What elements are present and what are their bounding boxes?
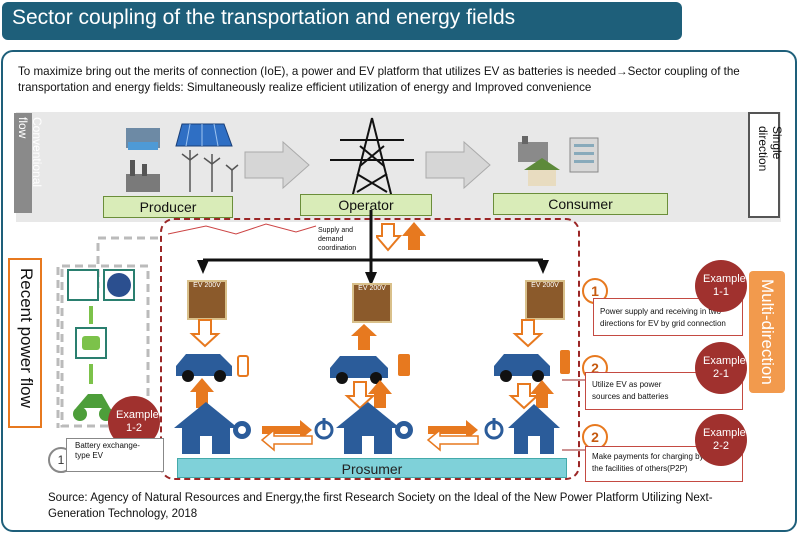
building-icon	[569, 137, 599, 173]
page-title: Sector coupling of the transportation an…	[12, 6, 516, 29]
recent-flow-label: Recent power flow	[17, 268, 36, 408]
battery-icon	[237, 355, 249, 377]
producer-box: Producer	[103, 196, 233, 218]
down-arrow-icon	[512, 319, 544, 348]
ev-car-icon	[494, 354, 550, 382]
ev-car-icon	[330, 356, 388, 384]
consumer-box: Consumer	[493, 193, 668, 215]
operator-box: Operator	[300, 194, 432, 216]
prosumer-illustration	[174, 319, 570, 454]
example-1-2-tag: Example 1-2	[116, 409, 159, 434]
battery-icon	[560, 350, 570, 374]
example-2-1-tag: Example 2-1	[703, 355, 746, 380]
coordination-note: Supply and demand coordination	[318, 226, 368, 253]
arrow-right-icon	[425, 140, 491, 190]
left-arrow-icon	[260, 428, 313, 452]
consumer-illustration	[518, 136, 599, 186]
producer-illustration	[126, 123, 239, 192]
house-icon	[508, 404, 560, 454]
conventional-label: Conventional flow	[16, 117, 44, 188]
arrow-right-icon	[244, 140, 310, 190]
up-arrow-icon	[351, 324, 377, 350]
wind-turbine-icon	[181, 150, 239, 192]
ev-car-icon	[176, 354, 232, 382]
example-1-1-badge: Example 1-1	[695, 260, 747, 312]
power-icon	[484, 418, 504, 440]
gear-icon	[395, 421, 413, 439]
single-direction-box: Single direction	[748, 112, 784, 218]
battery-exchange-illustration	[56, 236, 158, 428]
right-arrow-icon	[428, 420, 478, 440]
up-arrow-icon	[530, 380, 554, 408]
multi-direction-box: Multi-direction	[749, 271, 785, 393]
title-bar	[2, 2, 682, 40]
intro-text: To maximize bring out the merits of conn…	[18, 65, 740, 94]
single-direction-label: Single direction	[756, 126, 784, 172]
transmission-tower-icon	[330, 117, 414, 199]
charger-label: EV 200V	[531, 282, 559, 289]
left-arrow-icon	[426, 428, 479, 452]
factory-icon	[126, 160, 160, 192]
example-2-2-tag: Example 2-2	[703, 427, 746, 452]
prosumer-bar: Prosumer	[177, 458, 567, 478]
house-icon	[336, 402, 400, 454]
wind-turbine-icon	[67, 269, 99, 301]
example-1-1-tag: Example 1-1	[703, 273, 746, 298]
example-2-2-badge: Example 2-2	[695, 414, 747, 466]
house-icon	[524, 158, 560, 186]
up-arrow-icon	[190, 378, 214, 408]
charger-icon: EV 200V	[352, 283, 392, 323]
gear-icon	[233, 421, 251, 439]
down-arrow-icon	[189, 319, 221, 348]
charger-icon: EV 200V	[187, 280, 227, 320]
source-citation: Source: Agency of Natural Resources and …	[48, 492, 713, 520]
power-icon	[314, 418, 334, 440]
recent-flow-box: Recent power flow	[8, 258, 42, 428]
distribution-lines	[197, 210, 549, 286]
factory-icon	[518, 136, 548, 162]
conventional-label-box: Conventional flow	[14, 113, 44, 213]
example-2-1-badge: Example 2-1	[695, 342, 747, 394]
solar-panel-icon	[175, 123, 233, 147]
scooter-icon	[73, 394, 113, 421]
content-frame	[1, 50, 797, 532]
battery-icon	[398, 354, 410, 376]
charger-label: EV 200V	[358, 285, 386, 292]
right-arrow-icon	[262, 420, 312, 440]
down-arrow-icon	[344, 381, 376, 410]
up-down-arrow-icon	[376, 222, 426, 252]
up-arrow-icon	[368, 380, 392, 408]
charger-icon: EV 200V	[525, 280, 565, 320]
multi-direction-label: Multi-direction	[758, 279, 777, 385]
down-arrow-icon	[508, 383, 540, 410]
house-icon	[174, 402, 238, 454]
charger-label: EV 200V	[193, 282, 221, 289]
example-1-2-text: Battery exchange-type EV	[66, 438, 164, 472]
supply-demand-line	[167, 223, 317, 235]
